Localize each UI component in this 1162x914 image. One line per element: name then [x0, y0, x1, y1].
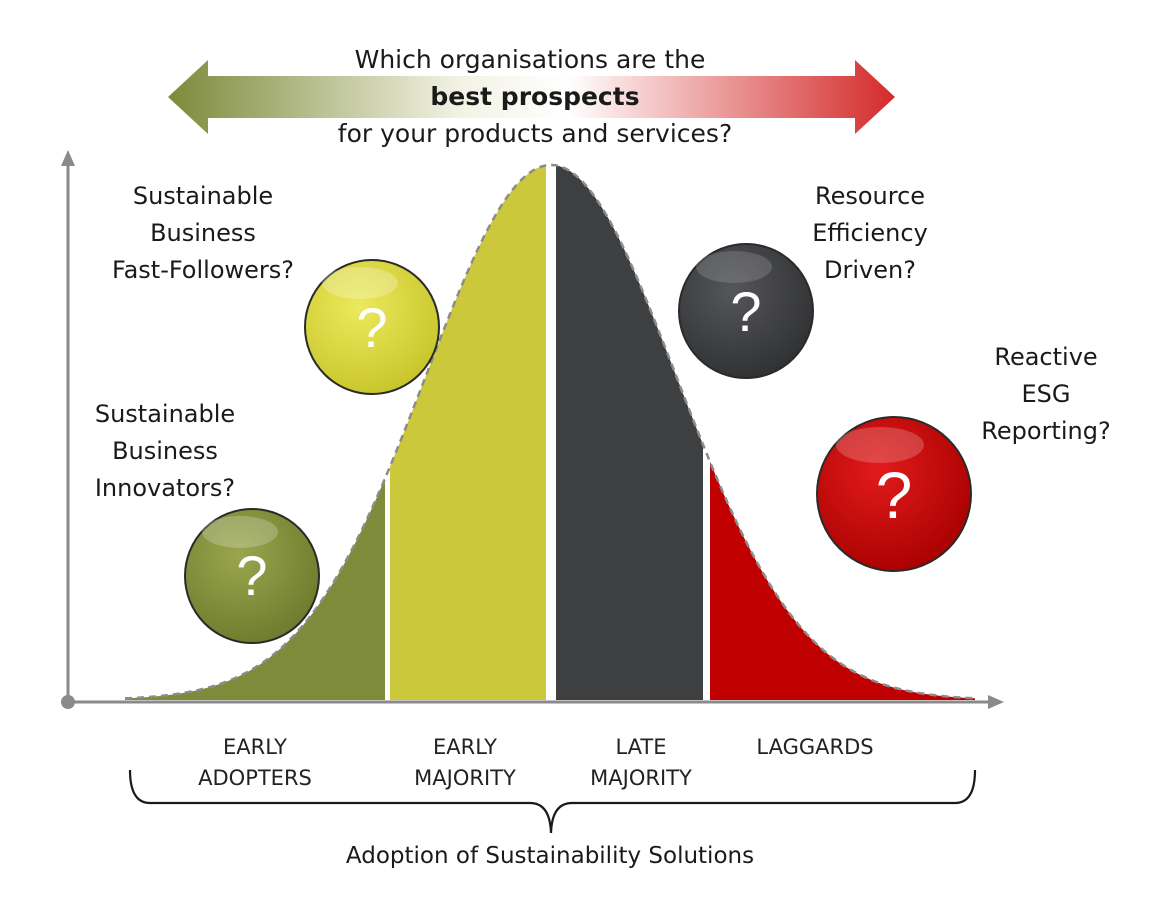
segment-label-early-majority-line-1: EARLY: [433, 735, 497, 759]
label-innovators-line-2: Business: [112, 437, 218, 465]
segments-brace: [128, 769, 977, 834]
label-reactive-esg: Reactive ESG Reporting?: [966, 339, 1126, 450]
footer-caption: Adoption of Sustainability Solutions: [345, 843, 755, 869]
segment-label-late-majority-line-2: MAJORITY: [590, 766, 692, 790]
header-line-1: Which organisations are the: [354, 45, 706, 74]
label-resource-efficiency: Resource Efficiency Driven?: [790, 178, 950, 289]
label-innovators-line-1: Sustainable: [94, 400, 236, 428]
label-fast-followers-line-2: Business: [150, 219, 256, 247]
segment-label-early-adopters-line-1: EARLY: [223, 735, 287, 759]
segment-label-late-majority: LATE MAJORITY: [566, 732, 716, 794]
segment-label-early-adopters-line-2: ADOPTERS: [198, 766, 312, 790]
segment-label-early-majority: EARLY MAJORITY: [390, 732, 540, 794]
segment-label-laggards-line-1: LAGGARDS: [756, 735, 874, 759]
label-fast-followers: Sustainable Business Fast-Followers?: [92, 178, 314, 289]
label-fast-followers-line-1: Sustainable: [132, 182, 274, 210]
label-resource-efficiency-line-3: Driven?: [824, 256, 916, 284]
prospect-sphere-reactive-esg: [816, 416, 972, 572]
question-mark-innovators: ?: [236, 544, 268, 607]
question-mark-reactive-esg: ?: [875, 458, 913, 532]
axis-origin-dot: [61, 695, 75, 709]
curve-segment-early-majority: [390, 165, 546, 700]
segment-label-early-majority-line-2: MAJORITY: [414, 766, 516, 790]
segment-label-late-majority-line-1: LATE: [615, 735, 667, 759]
label-reactive-esg-line-1: Reactive: [994, 343, 1098, 371]
curve-segment-late-majority: [556, 165, 703, 700]
prospect-sphere-resource-efficiency: [678, 243, 814, 379]
curve-segment-early-adopters: [125, 478, 385, 700]
x-axis-arrowhead: [988, 695, 1004, 709]
prospect-sphere-fast-followers: [304, 259, 440, 395]
bell-curve-outline: [124, 163, 976, 700]
prospect-direction-arrow: [168, 60, 895, 134]
question-mark-resource-efficiency: ?: [730, 280, 762, 343]
label-resource-efficiency-line-2: Efficiency: [812, 219, 928, 247]
label-reactive-esg-line-2: ESG: [1021, 380, 1071, 408]
segment-label-early-adopters: EARLY ADOPTERS: [180, 732, 330, 794]
curve-segment-laggards: [710, 461, 975, 700]
label-reactive-esg-line-3: Reporting?: [981, 417, 1111, 445]
label-innovators-line-3: Innovators?: [94, 474, 236, 502]
y-axis-arrowhead: [61, 150, 75, 166]
prospect-sphere-innovators: [184, 508, 320, 644]
question-mark-fast-followers: ?: [356, 296, 388, 359]
header-line-3: for your products and services?: [337, 119, 733, 148]
label-innovators: Sustainable Business Innovators?: [70, 396, 260, 507]
bell-curve: [124, 163, 976, 700]
header-line-2: best prospects: [430, 82, 640, 111]
label-resource-efficiency-line-1: Resource: [814, 182, 926, 210]
label-fast-followers-line-3: Fast-Followers?: [111, 256, 295, 284]
segment-label-laggards: LAGGARDS: [740, 732, 890, 763]
